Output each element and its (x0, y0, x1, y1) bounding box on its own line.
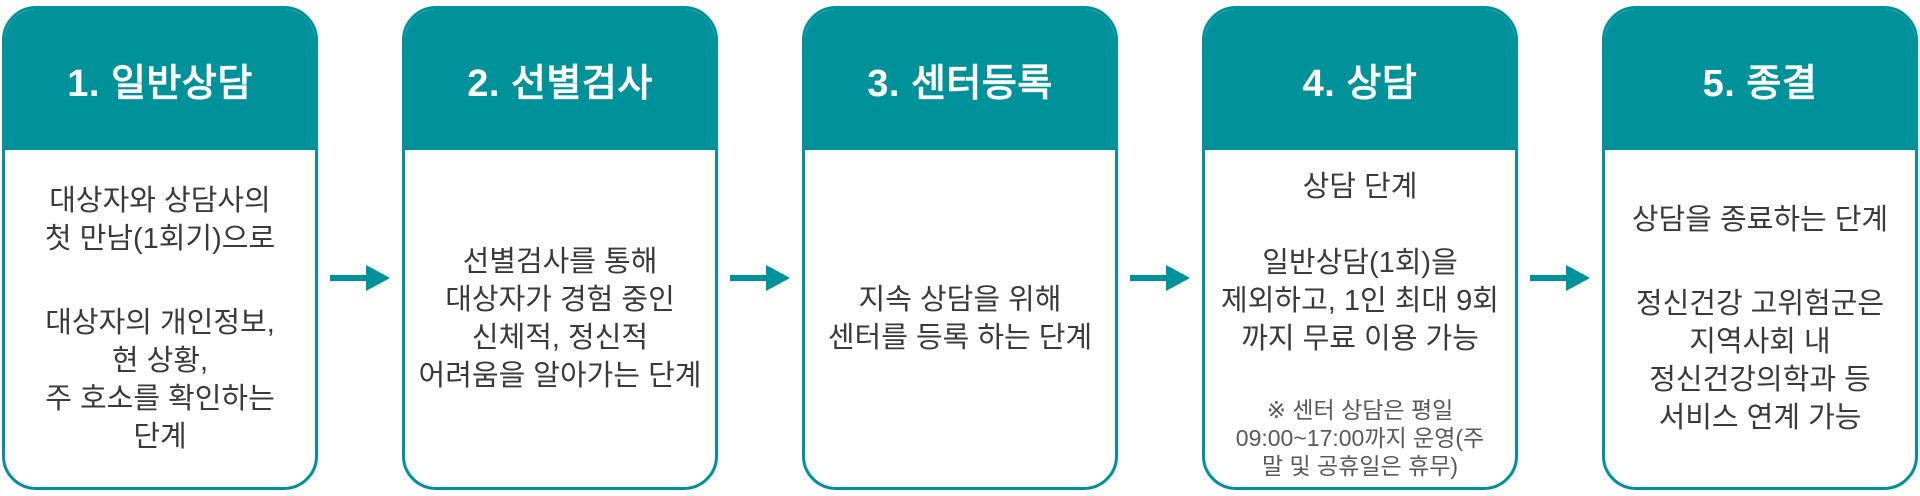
step-4-paragraph: 상담 단계 (1302, 171, 1418, 203)
step-3-title: 3. 센터등록 (867, 63, 1053, 105)
flow-connector-3 (1118, 6, 1202, 490)
step-1-paragraph: 대상자와 상담사의 첫 만남(1회기)으로 (44, 184, 276, 255)
step-card-2: 2. 선별검사 선별검사를 통해 대상자가 경험 중인 신체적, 정신적 어려움… (402, 6, 718, 490)
flow-connector-4 (1518, 6, 1602, 490)
step-3-paragraph: 지속 상담을 위해 센터를 등록 하는 단계 (827, 283, 1093, 354)
step-1-title: 1. 일반상담 (67, 63, 253, 105)
arrow-right-icon (330, 265, 390, 291)
step-1-body: 대상자와 상담사의 첫 만남(1회기)으로 대상자의 개인정보, 현 상황, 주… (5, 150, 315, 487)
arrow-right-icon (1530, 265, 1590, 291)
arrow-right-icon (730, 265, 790, 291)
step-2-body: 선별검사를 통해 대상자가 경험 중인 신체적, 정신적 어려움을 알아가는 단… (405, 150, 715, 487)
step-3-header: 3. 센터등록 (805, 9, 1115, 150)
step-5-title: 5. 종결 (1702, 63, 1818, 105)
step-3-body: 지속 상담을 위해 센터를 등록 하는 단계 (805, 150, 1115, 487)
step-5-header: 5. 종결 (1605, 9, 1915, 150)
step-card-4: 4. 상담 상담 단계 일반상담(1회)을 제외하고, 1인 최대 9회 까지 … (1202, 6, 1518, 490)
step-card-3: 3. 센터등록 지속 상담을 위해 센터를 등록 하는 단계 (802, 6, 1118, 490)
flow-connector-2 (718, 6, 802, 490)
step-2-title: 2. 선별검사 (467, 63, 653, 105)
step-4-paragraph: 일반상담(1회)을 제외하고, 1인 최대 9회 까지 무료 이용 가능 (1221, 247, 1499, 355)
step-2-header: 2. 선별검사 (405, 9, 715, 150)
step-5-body: 상담을 종료하는 단계 정신건강 고위험군은 지역사회 내 정신건강의학과 등 … (1605, 150, 1915, 487)
step-1-header: 1. 일반상담 (5, 9, 315, 150)
step-1-paragraph: 대상자의 개인정보, 현 상황, 주 호소를 확인하는 단계 (45, 306, 275, 453)
flow-connector-1 (318, 6, 402, 490)
step-5-paragraph: 정신건강 고위험군은 지역사회 내 정신건강의학과 등 서비스 연계 가능 (1635, 287, 1885, 434)
step-card-1: 1. 일반상담 대상자와 상담사의 첫 만남(1회기)으로 대상자의 개인정보,… (2, 6, 318, 490)
arrow-right-icon (1130, 265, 1190, 291)
step-4-note: ※ 센터 상담은 평일 09:00~17:00까지 운영(주 말 및 공휴일은 … (1235, 397, 1485, 479)
step-4-header: 4. 상담 (1205, 9, 1515, 150)
step-card-5: 5. 종결 상담을 종료하는 단계 정신건강 고위험군은 지역사회 내 정신건강… (1602, 6, 1918, 490)
step-4-title: 4. 상담 (1302, 63, 1418, 105)
step-2-paragraph: 선별검사를 통해 대상자가 경험 중인 신체적, 정신적 어려움을 알아가는 단… (418, 245, 702, 392)
step-4-body: 상담 단계 일반상담(1회)을 제외하고, 1인 최대 9회 까지 무료 이용 … (1205, 150, 1515, 487)
step-5-paragraph: 상담을 종료하는 단계 (1631, 203, 1889, 236)
